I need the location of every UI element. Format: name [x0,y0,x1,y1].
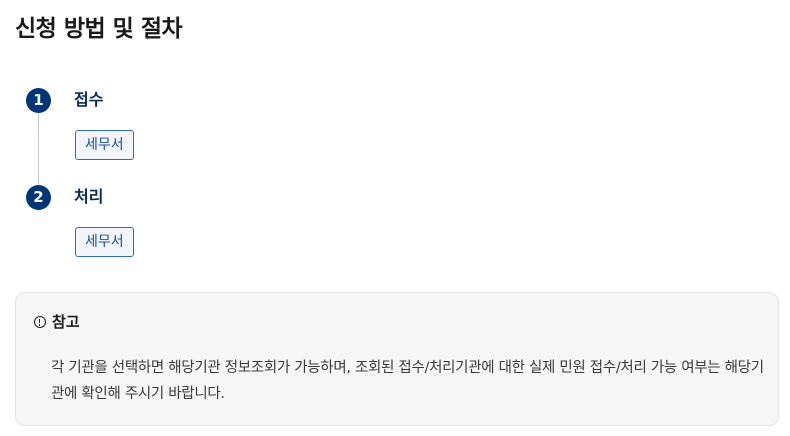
note-text: 각 기관을 선택하면 해당기관 정보조회가 가능하며, 조회된 접수/처리기관에… [51,360,764,402]
step-agency-tag[interactable]: 세무서 [75,227,134,257]
step-title: 접수 [74,90,104,109]
section-title: 신청 방법 및 절차 [15,16,183,42]
note-title: 참고 [52,313,80,331]
info-circle-icon [34,316,46,328]
reference-note-box: 참고 각 기관을 선택하면 해당기관 정보조회가 가능하며, 조회된 접수/처리… [15,292,779,426]
procedure-timeline: 1 접수 세무서 2 처리 세무서 [26,88,326,268]
note-header: 참고 [34,312,80,332]
step-number-badge: 2 [26,185,51,210]
step-agency-tag[interactable]: 세무서 [75,130,134,160]
step-number-badge: 1 [26,88,51,113]
step-title: 처리 [74,187,104,206]
timeline-connector-line [38,102,39,198]
